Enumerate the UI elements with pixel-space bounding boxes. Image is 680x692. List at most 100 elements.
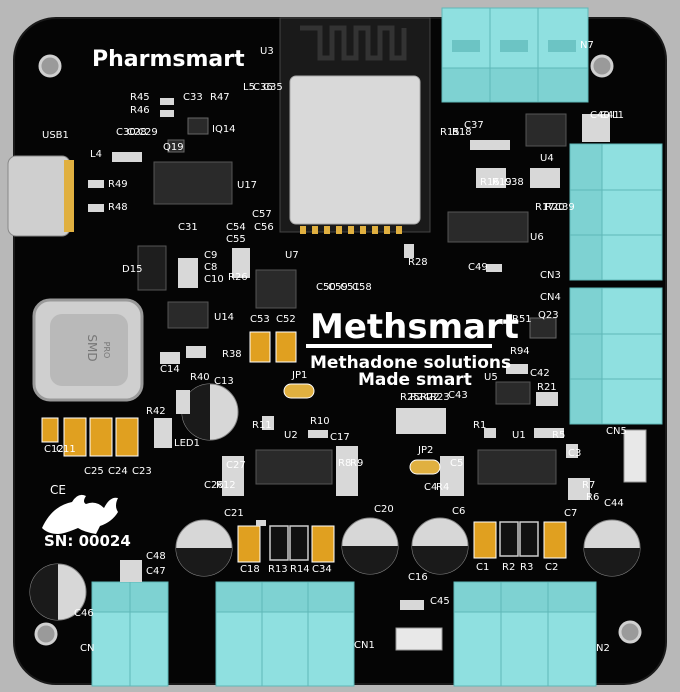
- designator-r20: R20: [545, 202, 565, 213]
- designator-c36: C36: [253, 82, 273, 93]
- designator-c2: C2: [545, 562, 558, 573]
- designator-c48: C48: [146, 551, 166, 562]
- wifi-module-u3: [279, 17, 431, 234]
- designator-u2: U2: [284, 430, 298, 441]
- designator-c10: C10: [204, 274, 224, 285]
- designator-c44: C44: [604, 498, 624, 509]
- designator-r7: R7: [582, 480, 595, 491]
- power-inductor: SMD PRO: [32, 298, 144, 402]
- designator-c7: C7: [564, 508, 577, 519]
- designator-r25: R25: [400, 392, 420, 403]
- designator-u5: U5: [484, 372, 498, 383]
- designator-c21: C21: [224, 508, 244, 519]
- designator-cn3: CN3: [540, 270, 561, 281]
- designator-c16: C16: [408, 572, 428, 583]
- designator-c34: C34: [312, 564, 332, 575]
- designator-c46: C46: [74, 608, 94, 619]
- transistors: [167, 117, 557, 339]
- designator-r2: R2: [502, 562, 515, 573]
- mounting-hole-bl: [34, 622, 58, 646]
- designator-c12: C12: [44, 444, 64, 455]
- terminal-block-cn3: [569, 143, 663, 281]
- designator-c51: C51: [340, 282, 360, 293]
- designator-r4: R4: [436, 482, 449, 493]
- designator-cn4: CN4: [540, 292, 561, 303]
- cap-c44: [583, 519, 641, 577]
- inductor-label-2: PRO: [102, 342, 111, 359]
- designator-r3: R3: [520, 562, 533, 573]
- designator-cn7: N7: [580, 40, 594, 51]
- designator-c11: C11: [56, 444, 76, 455]
- designator-c4: C4: [424, 482, 437, 493]
- designator-c47: C47: [146, 566, 166, 577]
- designator-c52: C52: [276, 314, 296, 325]
- designator-c49: C49: [468, 262, 488, 273]
- designator-r49: R49: [108, 179, 128, 190]
- product-underline: [306, 344, 492, 348]
- ce-mark-icon: CE: [50, 483, 66, 497]
- designator-c58: C58: [352, 282, 372, 293]
- ic-u2: [255, 449, 333, 485]
- designator-r46: R46: [130, 105, 150, 116]
- designator-r47: R47: [210, 92, 230, 103]
- designator-r21: R21: [537, 382, 557, 393]
- designator-c23: C23: [132, 466, 152, 477]
- jumper-jp1: [283, 383, 315, 399]
- designator-usb1: USB1: [42, 130, 69, 141]
- mounting-hole-br: [618, 620, 642, 644]
- designator-r9: R9: [350, 458, 363, 469]
- designator-jp1: JP1: [291, 370, 307, 381]
- designator-c38: C38: [504, 177, 524, 188]
- designator-c17: C17: [330, 432, 350, 443]
- designator-c53: C53: [250, 314, 270, 325]
- designator-r12: R12: [216, 480, 236, 491]
- cap-c16: [411, 517, 469, 575]
- designator-u6: U6: [530, 232, 544, 243]
- designator-r13: R13: [268, 564, 288, 575]
- designator-c45: C45: [430, 596, 450, 607]
- designator-u17: U17: [237, 180, 257, 191]
- designator-c37: C37: [464, 120, 484, 131]
- designator-c41: C41: [600, 110, 620, 121]
- designator-u3: U3: [260, 46, 274, 57]
- designator-d15: D15: [122, 264, 142, 275]
- designator-r23: R23: [430, 392, 450, 403]
- designator-r38: R38: [222, 349, 242, 360]
- designator-r51: R51: [512, 314, 532, 325]
- designator-c25: C25: [84, 466, 104, 477]
- designator-r19: R19: [492, 177, 512, 188]
- designator-cn_left: CN: [80, 643, 94, 654]
- designator-r42: R42: [146, 406, 166, 417]
- designator-c9: C9: [204, 250, 217, 261]
- designator-c54: C54: [226, 222, 246, 233]
- designator-u14: U14: [214, 312, 234, 323]
- designator-r16: R16: [480, 177, 500, 188]
- designator-led1: LED1: [174, 438, 200, 449]
- designator-r22: R22: [420, 392, 440, 403]
- terminal-block-bottom-left: [91, 581, 169, 687]
- smd-capacitors: [41, 331, 567, 563]
- designator-c24: C24: [108, 466, 128, 477]
- designator-c40: C40: [590, 110, 610, 121]
- designator-c57: C57: [252, 209, 272, 220]
- brand-title: Pharmsmart: [92, 47, 245, 72]
- jumpers: [283, 383, 441, 475]
- designator-r45: R45: [130, 92, 150, 103]
- cap-c20: [341, 517, 399, 575]
- electrolytic-capacitors: [29, 383, 641, 621]
- rhino-logo-icon: [42, 494, 118, 534]
- designator-u7: U7: [285, 250, 299, 261]
- designator-r18: R18: [452, 127, 472, 138]
- mounting-hole-tr: [590, 54, 614, 78]
- designator-u4: U4: [540, 153, 554, 164]
- terminal-block-cn7: [441, 7, 589, 103]
- designator-c42: C42: [530, 368, 550, 379]
- designator-c39: C39: [555, 202, 575, 213]
- designator-r28: R28: [408, 257, 428, 268]
- designator-c33: C33: [183, 92, 203, 103]
- designator-c50: C50: [316, 282, 336, 293]
- designator-iq14: IQ14: [212, 124, 236, 135]
- diode-d15: [137, 245, 167, 291]
- designator-r6: R6: [586, 492, 599, 503]
